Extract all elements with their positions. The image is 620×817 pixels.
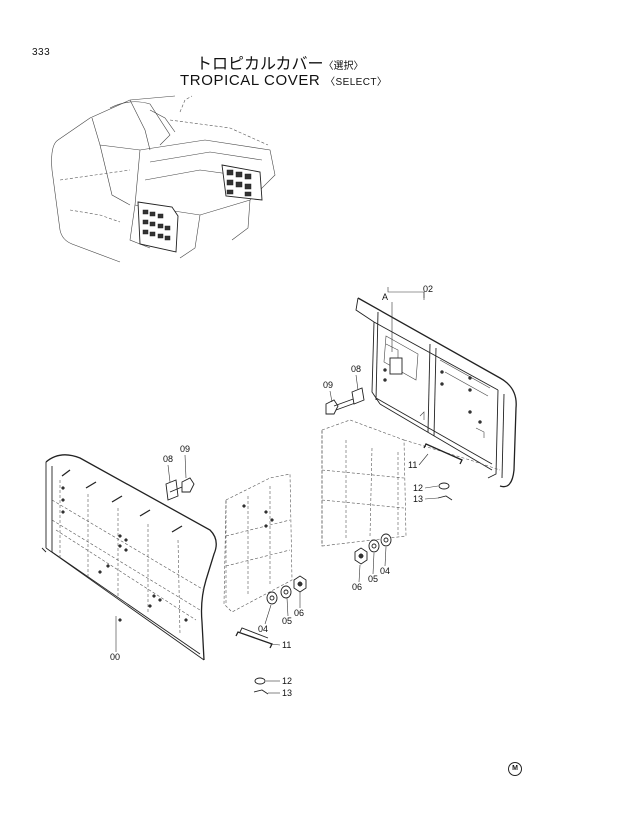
title-en-note: 〈SELECT〉 — [325, 77, 388, 88]
label-part-09-upper: 09 — [323, 380, 333, 390]
label-part-00: 00 — [110, 652, 120, 662]
label-part-13-upper: 13 — [413, 494, 423, 504]
label-part-06-lower: 06 — [294, 608, 304, 618]
manufacturer-mark-icon: M — [508, 762, 522, 776]
title-en-text: TROPICAL COVER — [180, 72, 321, 89]
bracket-08-upper — [351, 387, 365, 405]
label-part-11-lower: 11 — [282, 640, 291, 650]
label-part-11-upper: 11 — [408, 460, 417, 470]
label-part-09-left: 09 — [180, 444, 190, 454]
bracket-08-left — [165, 479, 179, 501]
overview-cover-front — [137, 201, 179, 253]
label-part-05-lower: 05 — [282, 616, 292, 626]
label-part-05-upper: 05 — [368, 574, 378, 584]
label-part-08-left: 08 — [163, 454, 173, 464]
label-view-a: A — [382, 292, 388, 302]
page-title-english: TROPICAL COVER 〈SELECT〉 — [180, 72, 387, 89]
label-part-08-upper: 08 — [351, 364, 361, 374]
callouts-upper: A 02 08 09 11 12 13 06 05 04 — [323, 284, 439, 592]
label-part-12-upper: 12 — [413, 483, 423, 493]
cover-assembly-02 — [321, 287, 517, 565]
label-part-02: 02 — [423, 284, 433, 294]
page-number: 333 — [32, 47, 51, 58]
callouts-lower: 08 09 04 05 06 11 00 12 13 — [110, 444, 304, 698]
page-title-japanese: トロピカルカバー〈選択〉 — [196, 50, 364, 74]
label-part-04-lower: 04 — [258, 624, 268, 634]
bolt-09-left — [169, 477, 195, 493]
title-jp-text: トロピカルカバー — [196, 54, 324, 73]
overview-cover-side — [221, 164, 263, 201]
label-part-04-upper: 04 — [380, 566, 390, 576]
fastener-stack-lower — [266, 575, 307, 605]
machine-overview-illustration — [51, 95, 276, 263]
title-jp-note: 〈選択〉 — [323, 61, 364, 72]
label-part-12-lower: 12 — [282, 676, 292, 686]
cover-assembly-00 — [41, 454, 307, 695]
label-part-06-upper: 06 — [352, 582, 362, 592]
fastener-stack-upper — [354, 533, 392, 565]
label-part-13-lower: 13 — [282, 688, 292, 698]
